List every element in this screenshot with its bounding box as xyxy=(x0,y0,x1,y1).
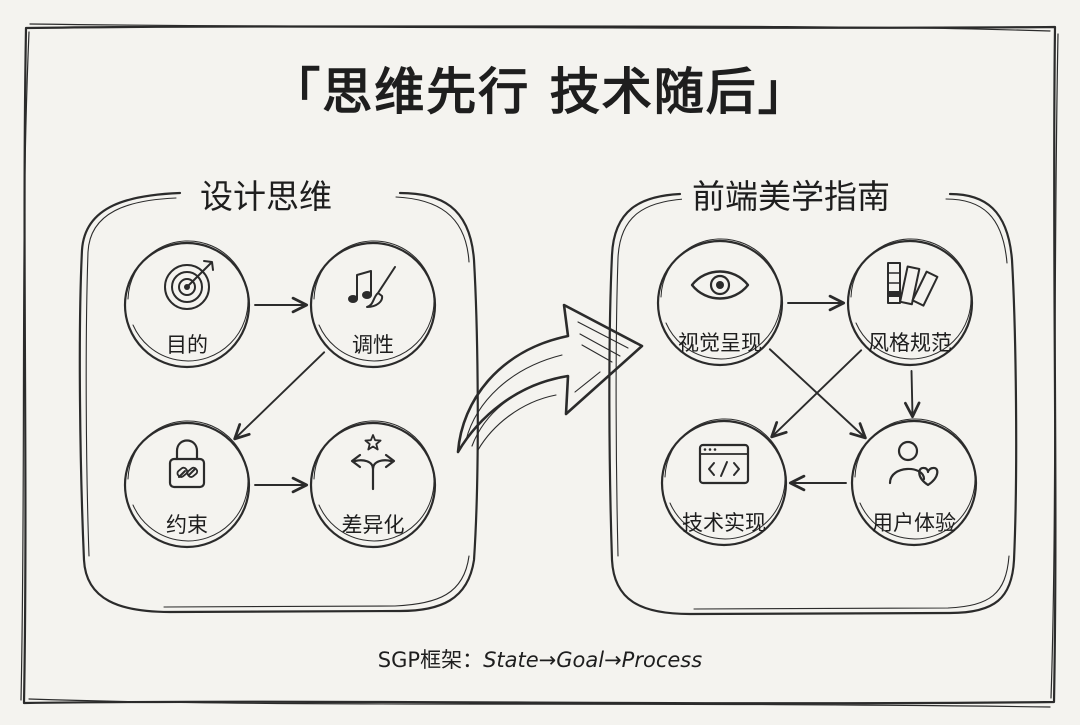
left-panel-title: 设计思维 xyxy=(190,170,342,218)
node-user-experience xyxy=(850,418,978,547)
icons-layer xyxy=(164,260,939,491)
node-label-constraints: 约束 xyxy=(166,513,208,537)
target-icon xyxy=(164,260,214,310)
node-label-differentiation: 差异化 xyxy=(341,513,405,537)
arrow-style-to-user-experience xyxy=(904,370,921,419)
node-label-technical-implementation: 技术实现 xyxy=(682,511,766,535)
footer-formula: State→Goal→Process xyxy=(483,648,703,672)
arrows-layer xyxy=(233,294,921,494)
footer-prefix: SGP框架： xyxy=(377,648,484,672)
eye-icon xyxy=(690,270,750,300)
sgp-footer: SGP框架：State→Goal→Process xyxy=(0,644,1080,674)
node-visual-presentation xyxy=(656,238,784,367)
user-heart-icon xyxy=(888,440,939,487)
node-differentiation xyxy=(309,420,437,549)
arrow-tone-to-constraints xyxy=(233,351,326,441)
node-tone xyxy=(309,240,437,369)
padlock-chain-icon xyxy=(168,439,206,489)
code-window-icon xyxy=(698,443,750,485)
color-swatches-icon xyxy=(887,262,939,307)
outer-frame xyxy=(20,23,1059,708)
node-label-style-guide: 风格规范 xyxy=(868,331,952,355)
node-label-purpose: 目的 xyxy=(166,333,208,357)
node-purpose xyxy=(123,240,251,369)
node-label-visual-presentation: 视觉呈现 xyxy=(678,331,762,355)
node-style-guide xyxy=(846,238,974,367)
big-curved-arrow xyxy=(456,303,644,454)
nodes-layer xyxy=(123,238,978,549)
node-label-user-experience: 用户体验 xyxy=(872,511,956,535)
node-technical-implementation xyxy=(660,418,788,547)
left-panel-border xyxy=(78,191,479,614)
right-panel-title: 前端美学指南 xyxy=(682,170,900,218)
page-title: 「思维先行 技术随后」 xyxy=(270,63,810,121)
music-paintbrush-icon xyxy=(348,266,396,308)
node-constraints xyxy=(123,420,251,549)
right-panel-border xyxy=(608,192,1018,616)
node-label-tone: 调性 xyxy=(352,333,394,357)
arrow-style-to-technical xyxy=(770,349,863,439)
diverging-arrows-star-icon xyxy=(350,434,396,491)
